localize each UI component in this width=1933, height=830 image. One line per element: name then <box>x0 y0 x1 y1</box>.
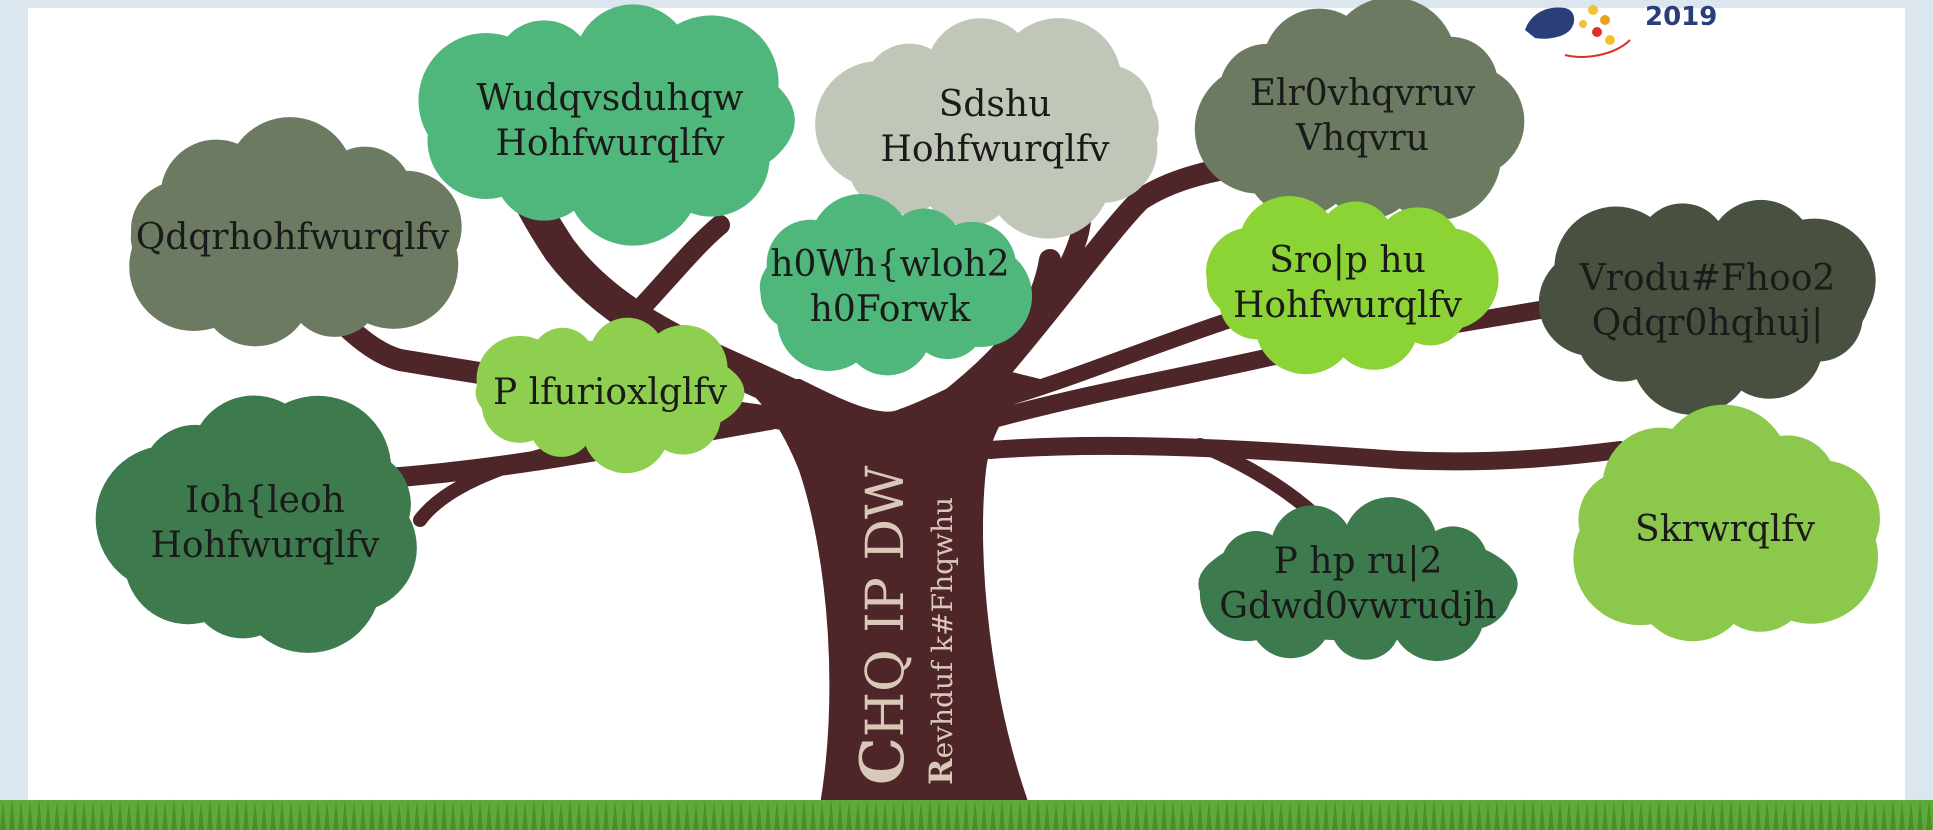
cloud-shape <box>129 117 462 347</box>
cloud-label-line: Sro|p hu <box>1269 240 1426 281</box>
cloud-label-line: Hohfwurqlfv <box>880 129 1110 170</box>
trunk-subtitle-initial: R <box>922 758 960 785</box>
cloud-label-line: Qdqr0hqhuj| <box>1591 302 1824 344</box>
cloud-shape <box>1198 497 1518 662</box>
cloud-shape <box>475 317 745 474</box>
cloud-shape <box>1573 404 1880 642</box>
cloud-shape <box>1538 199 1876 415</box>
trunk-title: CHQ IP DW <box>848 466 918 785</box>
cloud-label-line: h0Forwk <box>809 289 971 330</box>
cloud-label-line: Hohfwurqlfv <box>150 524 380 566</box>
cloud-label-line: Vrodu#Fhoo2 <box>1579 257 1836 299</box>
cloud-label-line: h0Wh{wloh2 <box>770 244 1010 285</box>
branch-right-low <box>981 436 1629 471</box>
logo-emblem-icon <box>1525 5 1631 58</box>
logo: 2019 <box>1505 0 1765 62</box>
cloud-label-line: Hohfwurqlfv <box>1232 285 1462 326</box>
cloud-photonics: Skrwrqlfv <box>1560 404 1890 642</box>
branch-right-upper <box>989 154 1261 381</box>
trunk-subtitle-rest: evhduf k#Fhqwhu <box>926 496 959 759</box>
branch-mid-left <box>610 215 730 340</box>
cloud-label: Qdqrhohfwurqlfv <box>100 130 485 345</box>
trunk-subtitle: Revhduf k#Fhqwhu <box>922 497 960 785</box>
cloud-label-line: Skrwrqlfv <box>1635 508 1815 550</box>
logo-year: 2019 <box>1645 2 1718 32</box>
cloud-shape <box>759 194 1033 376</box>
cloud-label-line: P lfurioxlglfv <box>492 372 728 413</box>
cloud-microfluidics: P lfurioxlglfv <box>450 317 770 474</box>
cloud-shape <box>1206 195 1499 375</box>
trunk-title-initial: C <box>848 737 918 785</box>
cloud-shape <box>418 4 795 246</box>
frame-border-right <box>1905 0 1933 830</box>
frame-border-top <box>0 0 1933 8</box>
cloud-label-line: Wudqvsduhqw <box>476 77 744 119</box>
cloud-shape <box>815 18 1159 239</box>
cloud-label-line: Hohfwurqlfv <box>495 122 725 164</box>
cloud-label-line: Ioh{leoh <box>185 479 345 521</box>
cloud-label-line: Gdwd0vwrudjh <box>1219 586 1497 627</box>
grass-strip <box>0 798 1933 830</box>
cloud-shape <box>95 395 417 653</box>
frame-border-left <box>0 0 28 830</box>
cloud-label-line: Elr0vhqvruv <box>1249 72 1476 114</box>
cloud-label-line: Sdshu <box>938 84 1052 125</box>
tree-trunk <box>739 369 1041 811</box>
cloud-label: P lfurioxlglfv <box>450 320 770 465</box>
branch-right-polymer <box>992 312 1238 408</box>
cloud-nanoelectronics: Qdqrhohfwurqlfv <box>100 117 485 347</box>
cloud-label: Skrwrqlfv <box>1560 418 1890 640</box>
cloud-label-line: P hp ru|2 <box>1273 541 1443 582</box>
cloud-label-line: Qdqrhohfwurqlfv <box>135 217 450 258</box>
branch-left-low <box>350 410 780 490</box>
cloud-shape <box>1194 0 1525 221</box>
cloud-label-line: Vhqvru <box>1296 117 1429 159</box>
trunk-title-rest: HQ IP DW <box>856 465 916 738</box>
